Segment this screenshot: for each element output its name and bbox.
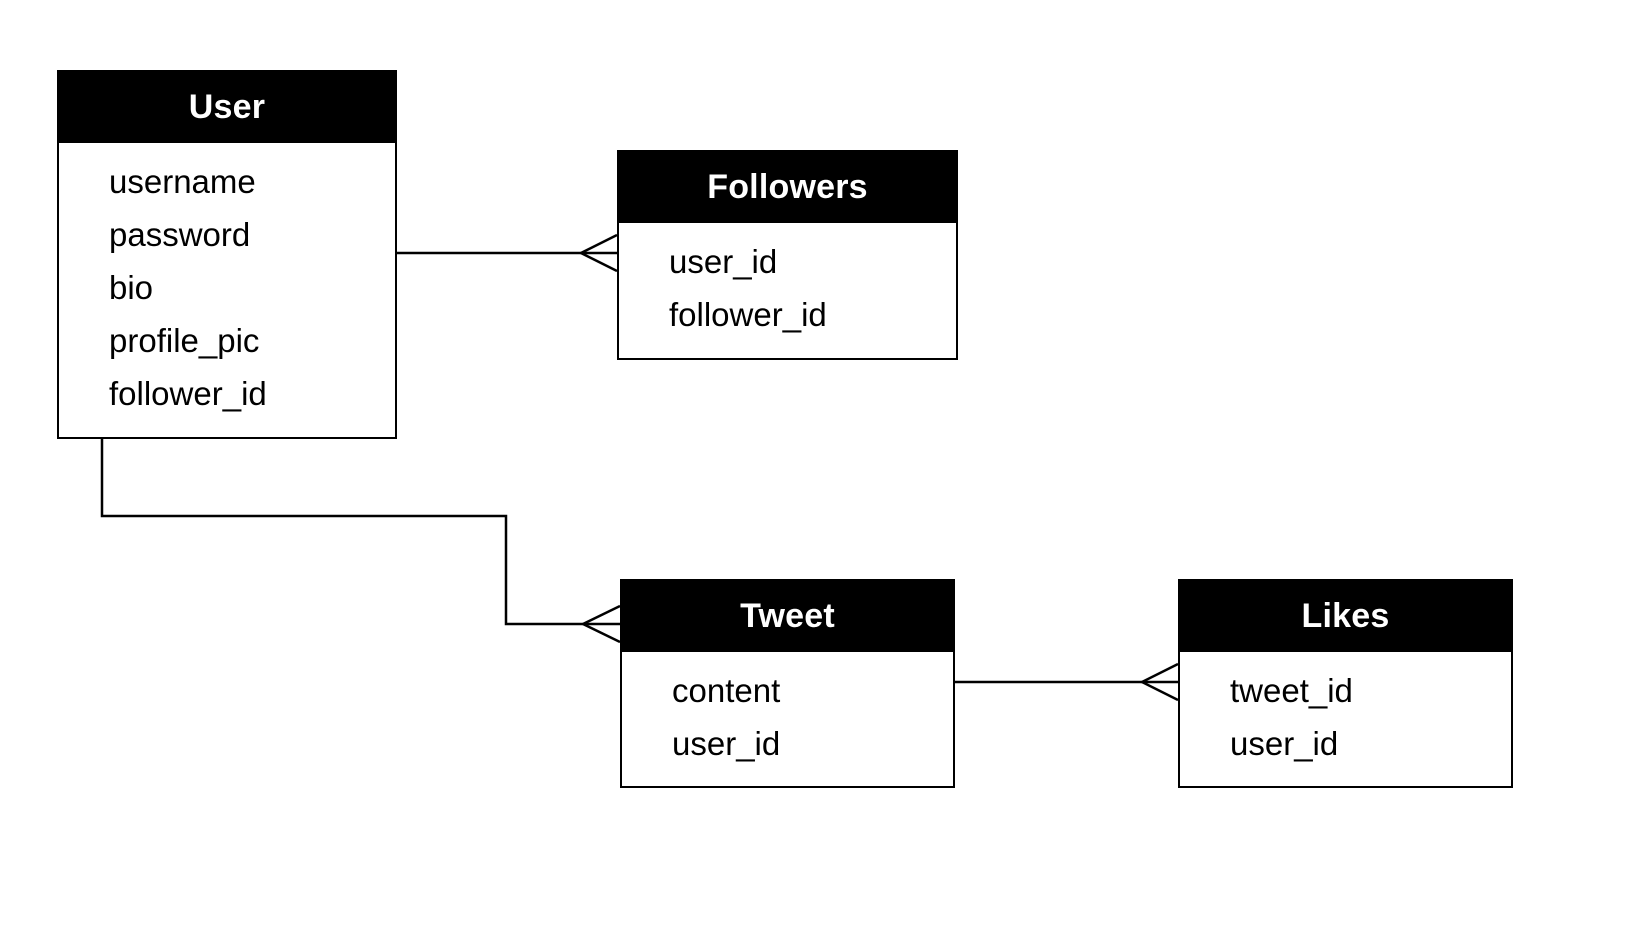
entity-field: password bbox=[109, 216, 251, 253]
entity-field: user_id bbox=[669, 243, 778, 280]
entity-field: follower_id bbox=[669, 296, 827, 333]
entity-title: Tweet bbox=[622, 581, 953, 652]
entity-tweet: Tweet content user_id bbox=[620, 579, 955, 788]
entity-title: User bbox=[59, 72, 395, 143]
entity-field: content bbox=[672, 672, 781, 709]
entity-field-list: content user_id bbox=[622, 652, 953, 770]
entity-field: username bbox=[109, 163, 256, 200]
crowfoot-prong-top bbox=[580, 233, 618, 255]
connector-line bbox=[100, 439, 620, 626]
entity-title: Followers bbox=[619, 152, 956, 223]
entity-field: tweet_id bbox=[1230, 672, 1353, 709]
crowfoot-prong-bottom bbox=[582, 622, 621, 644]
crowfoot-prong-bottom bbox=[580, 251, 618, 273]
entity-field-list: user_id follower_id bbox=[619, 223, 956, 341]
entity-field: user_id bbox=[672, 725, 781, 762]
crowfoot-prong-top bbox=[1141, 662, 1179, 684]
entity-field: bio bbox=[109, 269, 154, 306]
entity-field: follower_id bbox=[109, 375, 267, 412]
crowfoot-prong-bottom bbox=[1141, 680, 1179, 702]
entity-field: user_id bbox=[1230, 725, 1339, 762]
entity-field-list: username password bio profile_pic follow… bbox=[59, 143, 395, 420]
entity-title: Likes bbox=[1180, 581, 1511, 652]
entity-field-list: tweet_id user_id bbox=[1180, 652, 1511, 770]
entity-field: profile_pic bbox=[109, 322, 260, 359]
relationship-user-followers bbox=[397, 233, 618, 273]
relationship-tweet-likes bbox=[955, 662, 1179, 702]
relationship-user-tweet bbox=[100, 439, 621, 644]
crowfoot-prong-top bbox=[582, 604, 621, 626]
entity-followers: Followers user_id follower_id bbox=[617, 150, 958, 360]
entity-likes: Likes tweet_id user_id bbox=[1178, 579, 1513, 788]
entity-user: User username password bio profile_pic f… bbox=[57, 70, 397, 439]
